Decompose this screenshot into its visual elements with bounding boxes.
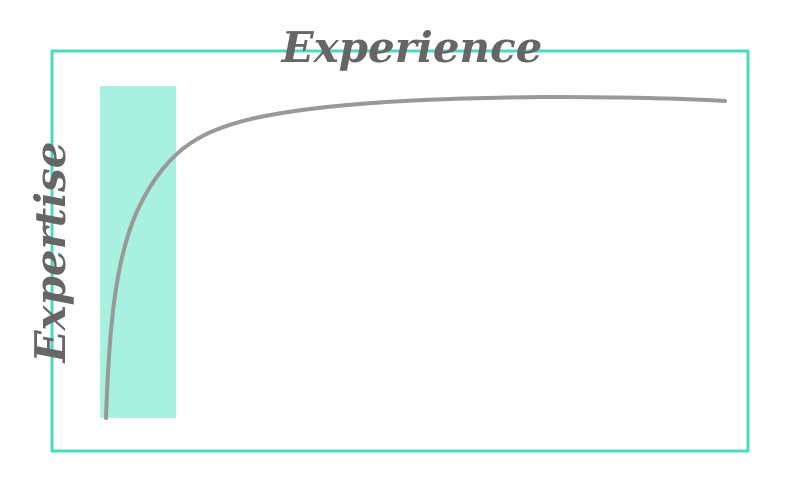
x-axis-title: Experience [281, 23, 543, 72]
expertise-curve [104, 94, 727, 420]
y-axis-title: Expertise [26, 142, 75, 364]
early-experience-highlight [100, 86, 176, 418]
plot-frame [50, 49, 750, 453]
